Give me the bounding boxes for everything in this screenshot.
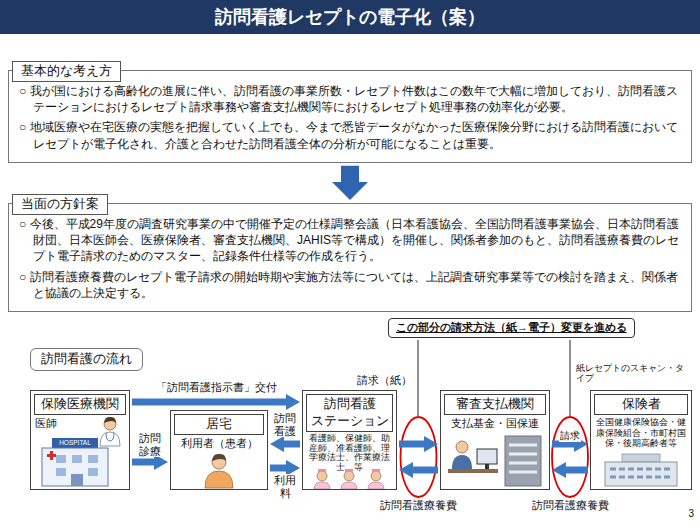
nurse-body bbox=[368, 482, 384, 489]
leader-line bbox=[418, 340, 419, 416]
sign-text: HOSPITAL bbox=[52, 439, 98, 446]
flow-arrow bbox=[413, 467, 438, 474]
edge-label: 利用料 bbox=[272, 474, 298, 499]
window bbox=[88, 468, 98, 476]
hospital-door bbox=[71, 474, 83, 486]
leader-line bbox=[570, 340, 571, 416]
building bbox=[505, 436, 541, 486]
edge-label: 請求 bbox=[559, 430, 581, 442]
node-heading: 当面の方針案 bbox=[21, 196, 99, 213]
edge-label: 訪問看護 bbox=[272, 412, 298, 437]
text-panel: ○ 今後、平成29年度の調査研究事業の中で開催予定の仕様調整会議（日本看護協会、… bbox=[8, 203, 692, 312]
monitor-stand bbox=[485, 464, 489, 469]
building-windows bbox=[610, 469, 672, 477]
node-heading: 居宅 bbox=[174, 414, 264, 435]
node-heading: 訪問看護の流れ bbox=[41, 351, 132, 368]
hospital-sign bbox=[52, 438, 98, 448]
node-heading: 審査支払機関 bbox=[444, 394, 546, 415]
patient-body bbox=[205, 471, 233, 488]
node-text: 看護師、保健師、助産師、准看護師、理学療法士、作業療法士 等 bbox=[303, 434, 396, 473]
clerk-head bbox=[456, 441, 468, 453]
node-heading: ○ 我が国における高齢化の進展に伴い、訪問看護の事業所数・レセプト件数はこの数年… bbox=[19, 83, 681, 115]
stethoscope bbox=[106, 433, 114, 441]
node-heading: この部分の請求方法（紙→電子）変更を進める bbox=[396, 321, 627, 335]
title-bar: 訪問看護レセプトの電子化（案） bbox=[0, 0, 700, 34]
red-cross bbox=[47, 451, 56, 460]
window bbox=[88, 455, 98, 463]
node-heading: ○ 今後、平成29年度の調査研究事業の中で開催予定の仕様調整会議（日本看護協会、… bbox=[19, 216, 681, 265]
edge-label: 訪問診療 bbox=[137, 432, 163, 457]
node-text: 医師 bbox=[31, 417, 129, 430]
flow-arrow bbox=[132, 459, 154, 466]
edge-label: 訪問看護療養費 bbox=[528, 499, 612, 512]
nurse-body bbox=[341, 482, 357, 489]
entity-box: 保険者全国健康保険協会・健康保険組合・市町村国保・後期高齢者等 bbox=[590, 390, 692, 490]
building-windows bbox=[509, 445, 537, 472]
nurse-body bbox=[314, 482, 330, 489]
flow-tab: 訪問看護の流れ bbox=[30, 348, 143, 371]
flow-arrow bbox=[284, 441, 300, 448]
clerk-icon bbox=[448, 441, 498, 473]
doctor-coat bbox=[100, 432, 120, 446]
hospital-building bbox=[42, 448, 108, 486]
node-heading: 保険者 bbox=[594, 394, 688, 415]
page-number: 3 bbox=[670, 508, 694, 520]
nurse-head bbox=[344, 471, 354, 481]
building bbox=[605, 462, 677, 486]
flow-arrow bbox=[566, 467, 588, 474]
flow-arrow bbox=[399, 441, 424, 448]
highlight-ellipse bbox=[401, 417, 437, 497]
doctor-hair bbox=[104, 417, 116, 423]
edge-label: 請求（紙） bbox=[346, 374, 412, 387]
section-tab: 当面の方針案 bbox=[12, 194, 108, 215]
hospital-icon bbox=[42, 438, 108, 486]
node-text: 支払基金・国保連 bbox=[441, 417, 549, 431]
node-text: 利用者（患者） bbox=[171, 437, 267, 451]
slide-title: 訪問看護レセプトの電子化（案） bbox=[0, 0, 700, 34]
flow-arrow bbox=[552, 441, 574, 448]
nurse-cap bbox=[318, 469, 326, 472]
edge-label: 「訪問看護指示書」交付 bbox=[150, 381, 282, 393]
window bbox=[56, 455, 66, 463]
patient-icon bbox=[205, 454, 233, 488]
entity-box: 審査支払機関支払基金・国保連 bbox=[440, 390, 550, 490]
window bbox=[56, 468, 66, 476]
nurse-head bbox=[371, 471, 381, 481]
node-text: ○ 地域医療や在宅医療の実態を把握していく上でも、今まで悉皆データがなかった医療… bbox=[19, 119, 681, 151]
node-text: ○ 訪問看護療養費のレセプト電子請求の開始時期や実施方法等については、上記調査研… bbox=[19, 269, 681, 301]
patient-hair bbox=[212, 454, 226, 461]
building-top bbox=[622, 454, 660, 462]
clerk-body bbox=[452, 455, 472, 469]
doctor-icon bbox=[100, 417, 120, 446]
node-heading: 訪問看護 ステーション bbox=[306, 394, 393, 432]
highlight-ellipse bbox=[552, 417, 588, 497]
callout-box: この部分の請求方法（紙→電子）変更を進める bbox=[388, 318, 635, 338]
insurer-building-icon bbox=[605, 454, 677, 486]
desk bbox=[448, 469, 498, 473]
node-heading: 基本的な考え方 bbox=[21, 63, 112, 80]
monitor bbox=[477, 449, 497, 464]
flow-arrow bbox=[270, 465, 286, 472]
nurse-cap bbox=[372, 469, 380, 472]
entity-box: 居宅利用者（患者） bbox=[170, 410, 268, 490]
node-heading: 保険医療機関 bbox=[34, 394, 126, 415]
office-building-icon bbox=[505, 436, 541, 486]
text-panel: ○ 我が国における高齢化の進展に伴い、訪問看護の事業所数・レセプト件数はこの数年… bbox=[8, 70, 692, 163]
node-text: 全国健康保険協会・健康保険組合・市町村国保・後期高齢者等 bbox=[591, 417, 691, 449]
flow-arrow bbox=[132, 399, 286, 406]
window bbox=[72, 455, 82, 463]
note-label: 紙レセプトのスキャン・タイプ bbox=[576, 364, 688, 384]
block-arrow bbox=[341, 166, 359, 182]
entity-box: 訪問看護 ステーション看護師、保健師、助産師、准看護師、理学療法士、作業療法士 … bbox=[302, 390, 397, 490]
nurse-head bbox=[317, 471, 327, 481]
edge-label: 訪問看護療養費 bbox=[376, 499, 460, 512]
section-tab: 基本的な考え方 bbox=[12, 61, 121, 82]
